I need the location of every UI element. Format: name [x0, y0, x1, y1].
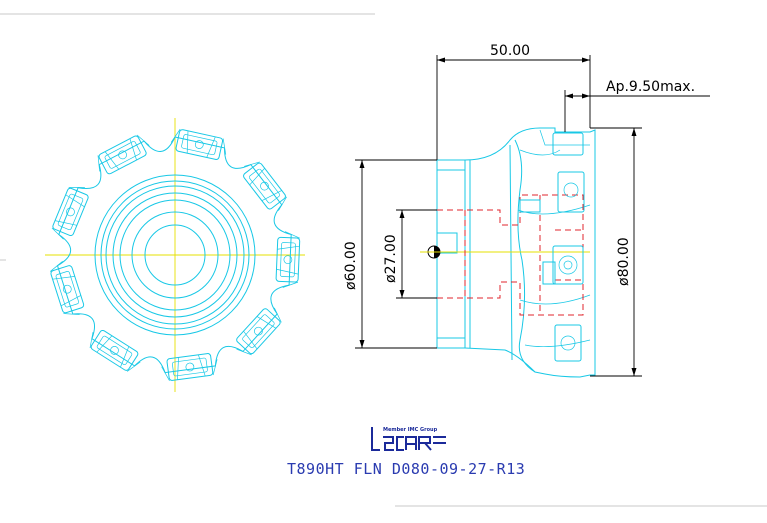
front-view [45, 118, 305, 392]
iscar-logo: Member IMC Group [371, 427, 446, 451]
dim-length-label: 50.00 [490, 43, 530, 59]
head-outline [509, 139, 536, 373]
insert-pocket [236, 307, 282, 356]
hidden-bore [437, 194, 584, 316]
dim-shank-diameter-label: ø60.00 [343, 241, 359, 290]
body-rings [94, 174, 256, 336]
dimension-lines [355, 55, 710, 377]
side-view: 50.00 Ap.9.50max. ø60.00 ø27.00 ø80.00 [343, 43, 710, 378]
drive-key-slot [436, 232, 458, 254]
part-number-title: T890HT FLN D080-09-27-R13 [287, 460, 525, 478]
insert-pocket [89, 329, 141, 372]
dim-bore-diameter-label: ø27.00 [383, 234, 399, 283]
insert-pocket [170, 128, 227, 160]
insert-pocket [161, 353, 218, 381]
front-scalloped-outline [56, 136, 292, 374]
side-inserts [519, 132, 585, 362]
flute-pockets [49, 128, 301, 381]
dim-cutting-diameter-label: ø80.00 [616, 237, 632, 286]
insert-pocket [51, 187, 89, 240]
insert-pocket [49, 261, 85, 316]
dim-depth-of-cut-label: Ap.9.50max. [606, 79, 695, 95]
iscar-wordmark [371, 427, 446, 451]
insert-pocket [275, 231, 301, 288]
insert-pocket [243, 161, 287, 211]
scan-frame [0, 13, 767, 507]
insert-pocket [97, 134, 150, 175]
logo-tagline: Member IMC Group [383, 427, 438, 433]
cutter-body-outline [436, 127, 596, 378]
